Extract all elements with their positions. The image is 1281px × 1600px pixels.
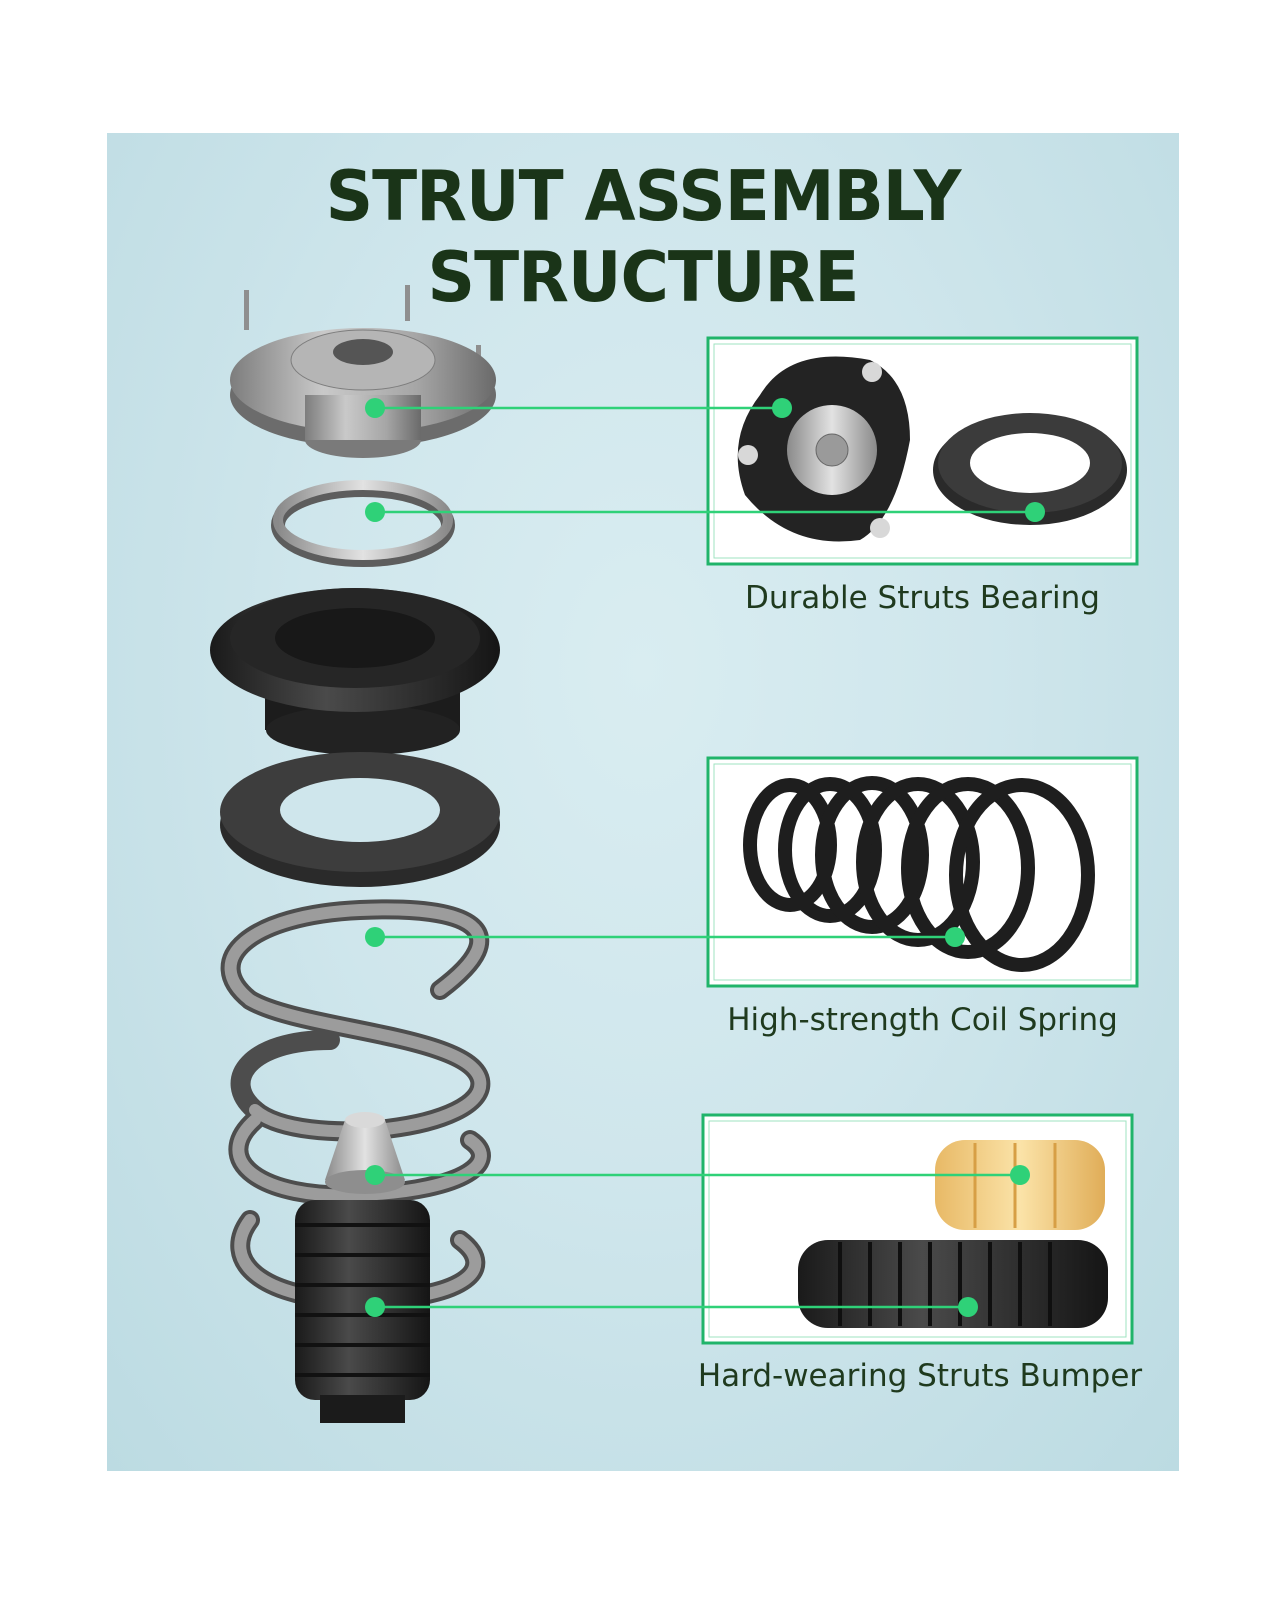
callout-dot xyxy=(772,398,792,418)
dust-boot xyxy=(295,1200,430,1423)
bearing-inset-frame xyxy=(706,336,1139,566)
upper-spring-seat xyxy=(210,588,500,755)
caption-coil-spring: High-strength Coil Spring xyxy=(727,1002,1118,1038)
callout-dot xyxy=(365,502,385,522)
callout-dot xyxy=(1010,1165,1030,1185)
callout-dot xyxy=(958,1297,978,1317)
callout-dot xyxy=(365,1165,385,1185)
callout-dot xyxy=(1025,502,1045,522)
callout-dot xyxy=(365,398,385,418)
spring-isolator-pad xyxy=(220,752,500,887)
bearing-ring xyxy=(271,480,455,567)
callout-dot xyxy=(365,927,385,947)
callout-leader-lines xyxy=(375,406,1035,1309)
coil-spring-inset-frame xyxy=(706,756,1139,988)
callout-dot xyxy=(365,1297,385,1317)
top-mount-plate xyxy=(230,285,496,458)
callout-dots xyxy=(365,398,1045,1317)
bumper-inset-frame xyxy=(701,1113,1134,1345)
diagram-title: STRUT ASSEMBLY STRUCTURE xyxy=(325,156,962,318)
callout-dot xyxy=(945,927,965,947)
caption-bearing: Durable Struts Bearing xyxy=(745,580,1100,616)
caption-bumper: Hard-wearing Struts Bumper xyxy=(697,1358,1143,1394)
